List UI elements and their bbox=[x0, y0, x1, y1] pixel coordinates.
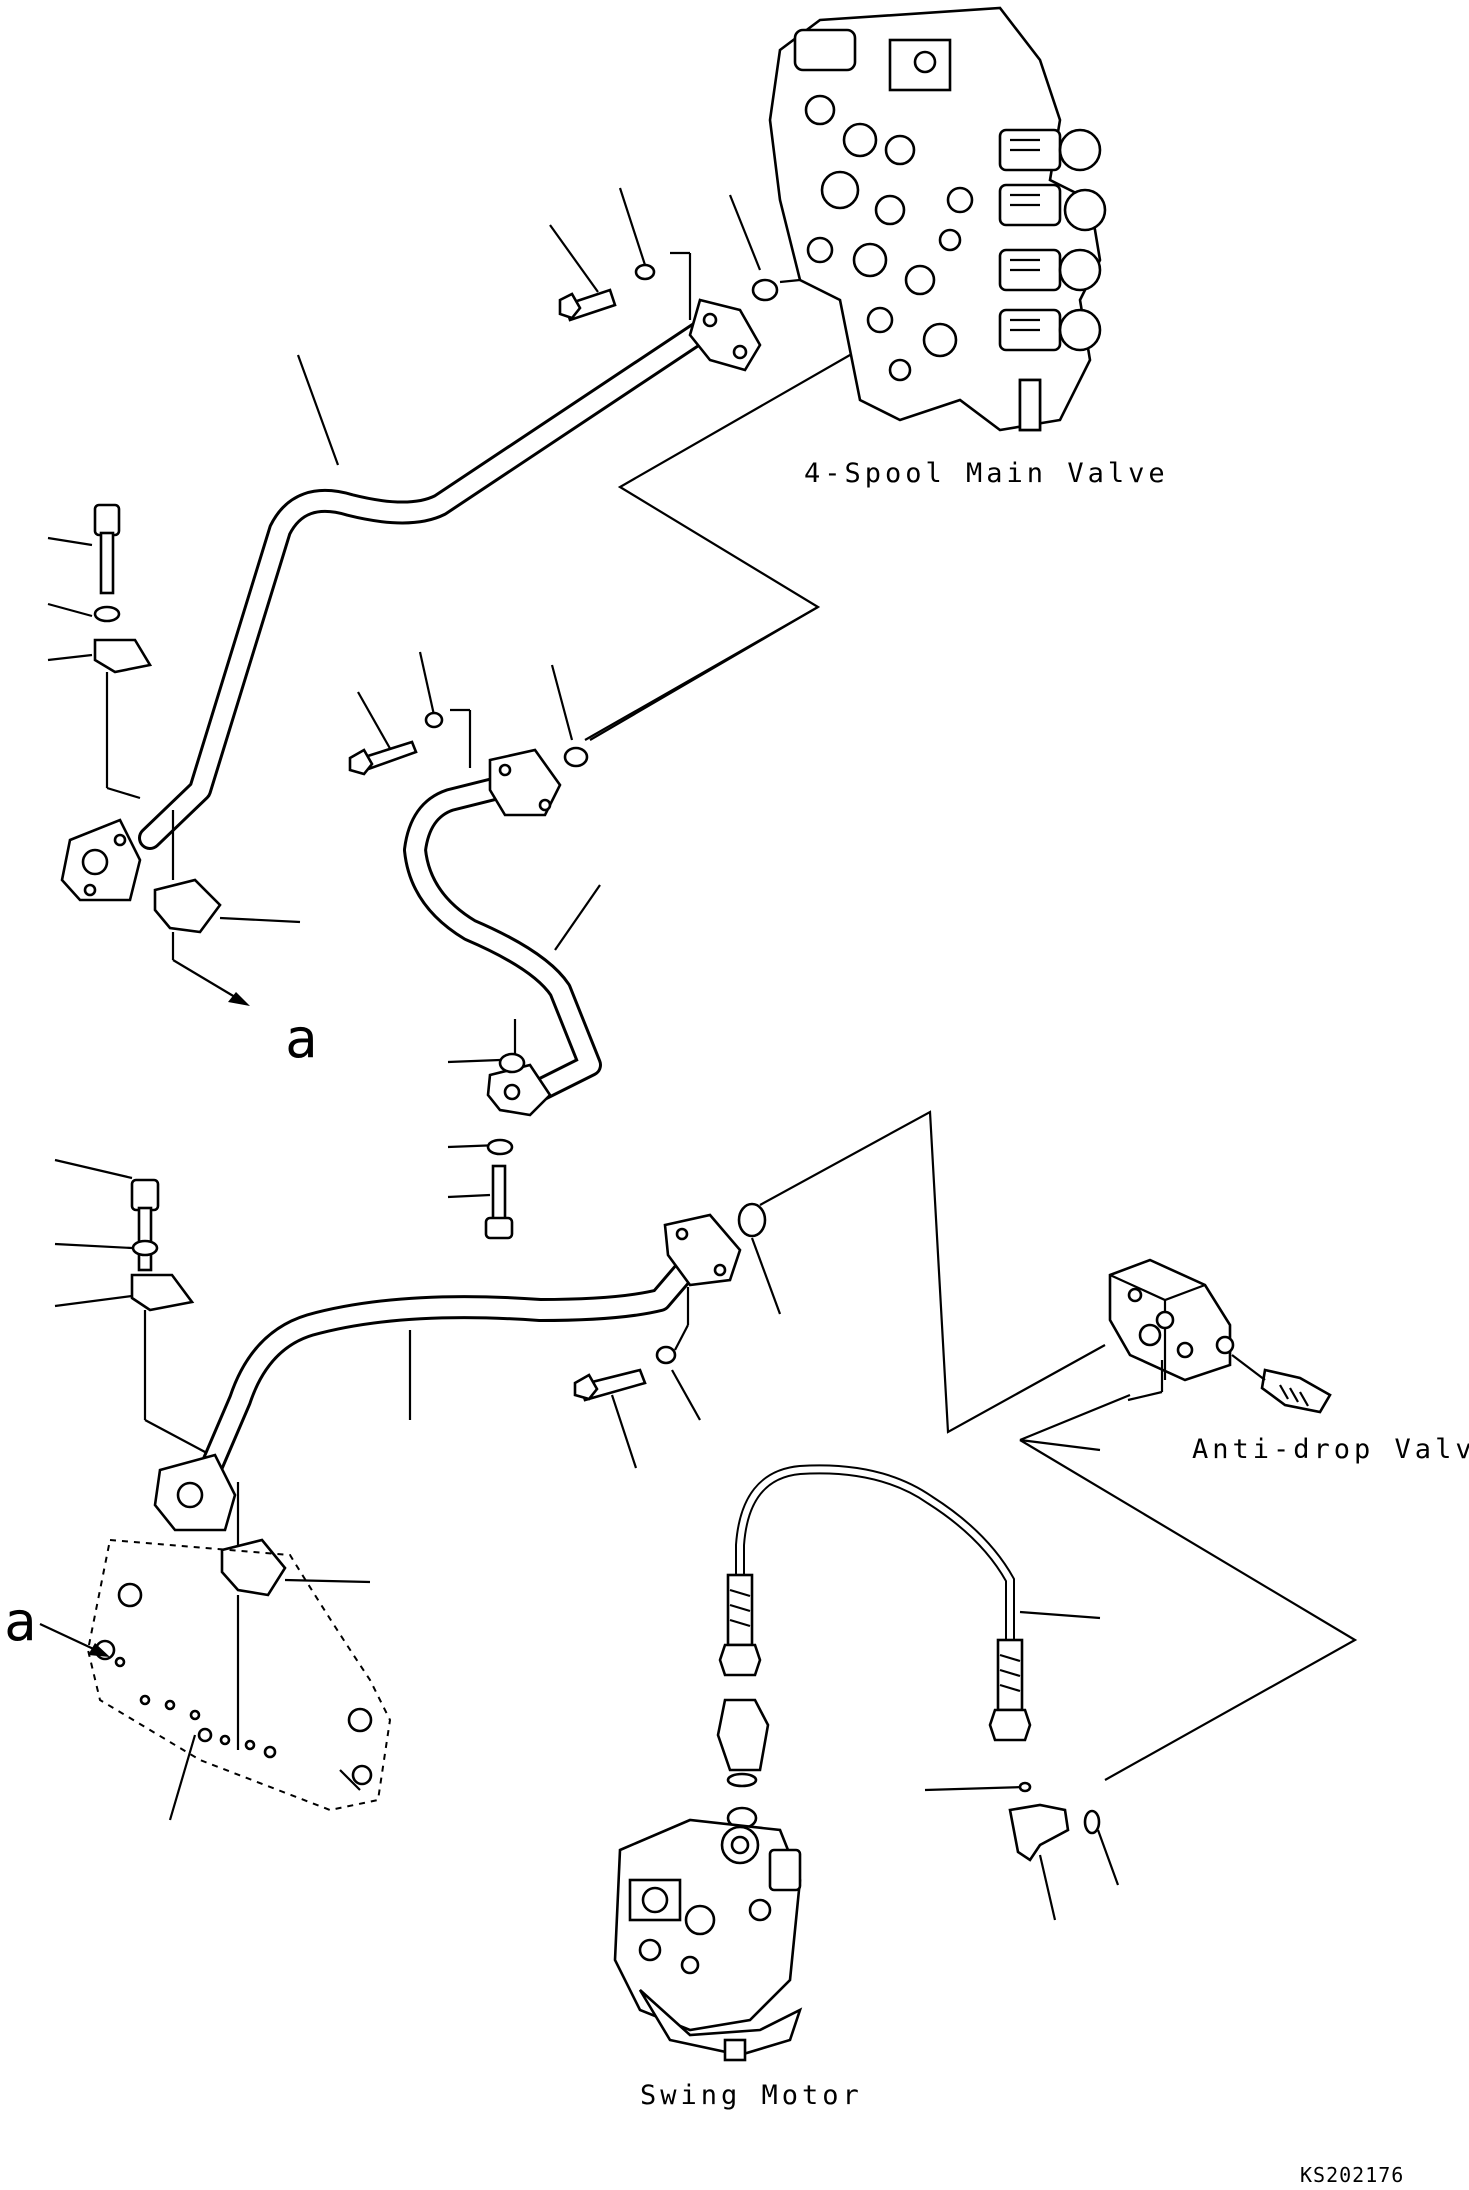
anti-drop-valve-label: Anti-drop Valve bbox=[1192, 1434, 1469, 1465]
drawing-code: KS202176 bbox=[1300, 2163, 1405, 2187]
anti-drop-valve-illustration bbox=[1019, 1258, 1358, 1781]
upper-pipe bbox=[60, 298, 762, 902]
main-valve-leaders bbox=[296, 187, 851, 741]
swing-hose bbox=[716, 1464, 1120, 1921]
main-valve-label: 4-Spool Main Valve bbox=[804, 458, 1169, 489]
swing-motor-label: Swing Motor bbox=[640, 2080, 863, 2111]
reference-a-lower: a bbox=[4, 1590, 37, 1653]
swing-motor-illustration bbox=[613, 1818, 803, 2062]
main-valve-illustration bbox=[768, 6, 1107, 432]
reference-a-upper: a bbox=[285, 1007, 318, 1070]
upper-left-fasteners bbox=[47, 503, 301, 1006]
lower-left-fasteners bbox=[54, 1158, 371, 1750]
main-valve-fasteners bbox=[558, 263, 779, 322]
bracket-plate bbox=[39, 1538, 392, 1821]
middle-pipe bbox=[403, 748, 602, 1117]
lower-right-fasteners bbox=[408, 1110, 1106, 1469]
middle-fasteners bbox=[348, 606, 819, 1240]
lower-pipe bbox=[153, 1213, 742, 1532]
